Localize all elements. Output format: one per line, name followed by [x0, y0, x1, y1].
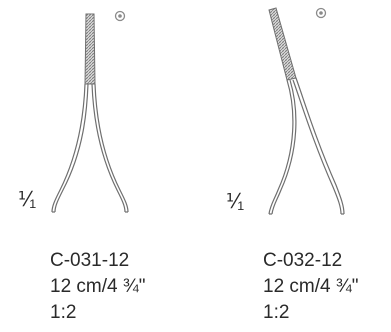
product-code: C-032-12 [263, 250, 343, 271]
straight-forceps-drawing [51, 10, 129, 213]
product-c-031-12: ⅟₁ C-031-12 12 cm/4 ¾" 1:2 [0, 0, 195, 332]
product-c-032-12: ⅟₁ C-032-12 12 cm/4 ¾" 1:2 [196, 0, 391, 332]
product-info: C-032-12 12 cm/4 ¾" 1:2 [263, 248, 358, 326]
product-size: 12 cm/4 ¾" [50, 276, 146, 297]
product-scale: 1:2 [50, 302, 77, 323]
product-scale: 1:2 [263, 302, 290, 323]
tip-marker-icon [114, 10, 126, 22]
product-code: C-031-12 [50, 250, 130, 271]
tip-marker-icon [315, 7, 327, 19]
scale-mark: ⅟₁ [18, 189, 37, 211]
scale-mark: ⅟₁ [226, 191, 245, 213]
product-size: 12 cm/4 ¾" [263, 276, 359, 297]
curved-forceps-drawing [268, 7, 345, 215]
product-info: C-031-12 12 cm/4 ¾" 1:2 [50, 248, 145, 326]
